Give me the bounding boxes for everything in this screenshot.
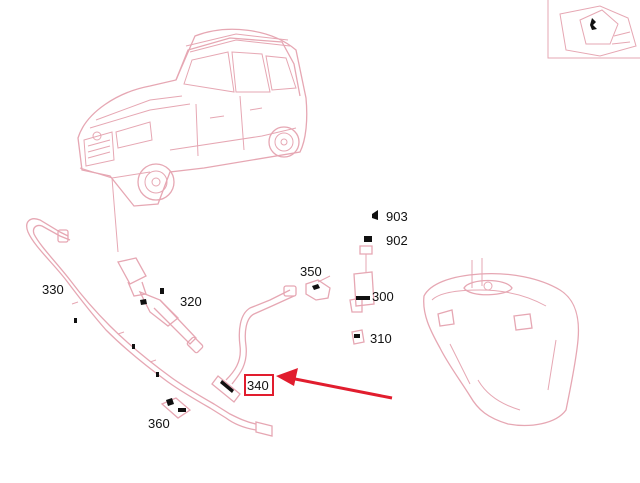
nozzle-360 [160,397,192,419]
callout-box-340 [244,374,274,396]
label-330: 330 [42,282,64,297]
label-350: 350 [300,264,322,279]
arrow-left-icon [276,368,393,400]
hose-330 [26,218,273,437]
part-310 [351,329,365,345]
label-310: 310 [370,331,392,346]
label-340: 340 [247,378,269,393]
inset-thumbnail [547,0,640,59]
connector-350 [305,275,331,301]
label-320: 320 [180,294,202,309]
label-903: 903 [386,209,408,224]
car-illustration [77,28,308,253]
nozzle-320 [117,257,204,354]
label-300: 300 [372,289,394,304]
label-902: 902 [386,233,408,248]
hose-340 [211,285,297,403]
washer-reservoir [423,258,580,427]
pump-300 [349,210,378,313]
label-360: 360 [148,416,170,431]
